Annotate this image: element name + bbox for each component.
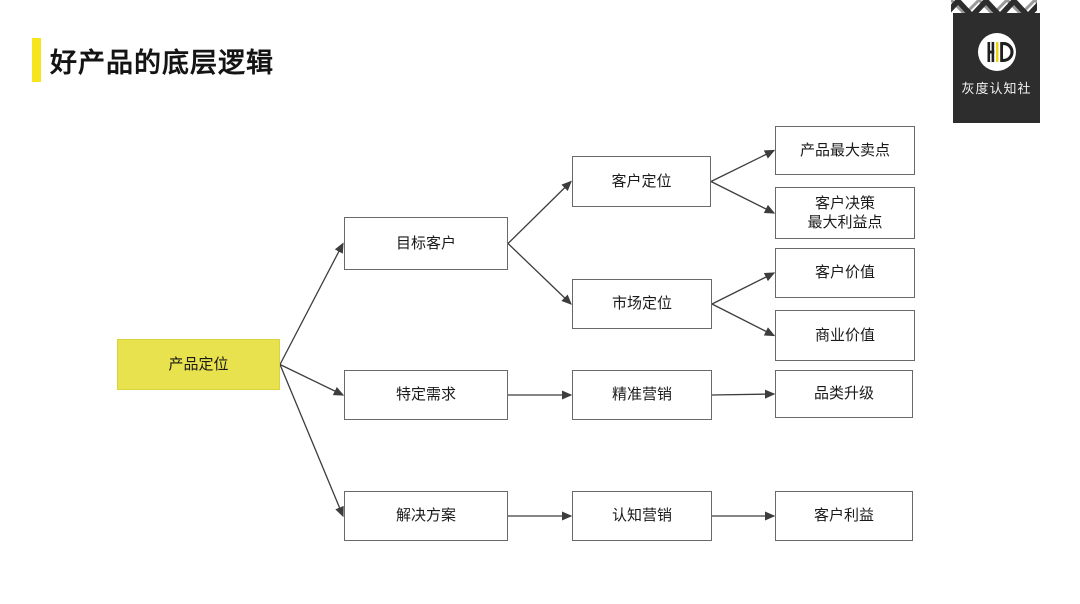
edge-market-positioning-to-business-value (711, 303, 776, 337)
page-title: 好产品的底层逻辑 (50, 47, 274, 78)
edge-precise-marketing-to-category-upgrade (711, 389, 776, 399)
logo-chevron-pattern (951, 0, 1037, 14)
edge-product-positioning-to-target-customer (279, 242, 344, 365)
node-precise-marketing: 精准营销 (572, 370, 712, 420)
brand-logo: 灰度认知社 (953, 13, 1040, 123)
node-business-value: 商业价值 (775, 310, 915, 361)
title-block: 好产品的底层逻辑 (32, 38, 274, 82)
edge-customer-positioning-to-top-selling-point (710, 149, 776, 183)
node-target-customer: 目标客户 (344, 217, 508, 270)
edge-target-customer-to-customer-positioning (507, 180, 572, 244)
node-category-upgrade: 品类升级 (775, 370, 913, 418)
logo-hd-monogram-icon (977, 33, 1016, 71)
edge-product-positioning-to-solution (279, 364, 344, 518)
edge-market-positioning-to-customer-value (711, 272, 776, 305)
edge-product-positioning-to-specific-demand (279, 363, 345, 396)
node-product-positioning: 产品定位 (117, 339, 280, 390)
node-solution: 解决方案 (344, 491, 508, 541)
node-customer-value: 客户价值 (775, 248, 915, 298)
edge-target-customer-to-market-positioning (507, 243, 572, 305)
node-specific-demand: 特定需求 (344, 370, 508, 420)
node-cognitive-marketing: 认知营销 (572, 491, 712, 541)
node-customer-benefit: 客户利益 (775, 491, 913, 541)
logo-brand-name: 灰度认知社 (961, 81, 1032, 96)
node-top-selling-point: 产品最大卖点 (775, 126, 915, 175)
title-accent-bar (32, 38, 41, 82)
edge-customer-positioning-to-customer-decision-benefit (710, 180, 776, 214)
node-market-positioning: 市场定位 (572, 279, 712, 329)
node-customer-positioning: 客户定位 (572, 156, 711, 207)
node-customer-decision-benefit: 客户决策 最大利益点 (775, 187, 915, 239)
